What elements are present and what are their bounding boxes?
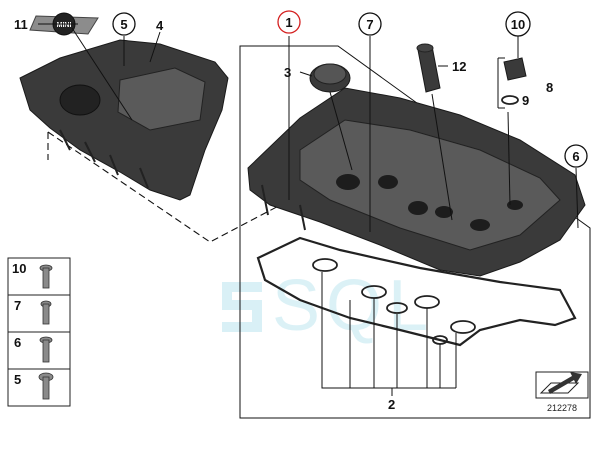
- sensor-tube: [416, 43, 441, 93]
- watermark: SQL: [222, 266, 434, 346]
- bolt-5-icon: [38, 372, 54, 400]
- label-4: 4: [156, 18, 164, 33]
- watermark-text: SQL: [272, 266, 434, 346]
- svg-text:6: 6: [572, 149, 579, 164]
- label-9: 9: [522, 93, 529, 108]
- label-3: 3: [284, 65, 291, 80]
- bolt-legend: 10 7 6 5: [7, 257, 71, 407]
- bolt-6-icon: [39, 336, 53, 363]
- leader-lines: [38, 23, 579, 396]
- camshaft-sensor: [501, 57, 527, 105]
- svg-text:1: 1: [285, 15, 292, 30]
- callout-10: 10: [505, 11, 531, 37]
- bolt-10-icon: [39, 264, 53, 289]
- bolt-7-icon: [40, 300, 52, 325]
- label-12: 12: [452, 59, 466, 74]
- legend-num-10: 10: [12, 261, 26, 276]
- emblem-text: MINI: [57, 22, 72, 29]
- engine-cover-dashed-frame: [47, 131, 291, 243]
- label-11: 11: [14, 17, 28, 32]
- callout-6: 6: [564, 144, 588, 168]
- svg-text:7: 7: [366, 17, 373, 32]
- view-direction-icon: [535, 371, 589, 399]
- bracket-8: [497, 57, 505, 109]
- callout-1: 1: [277, 10, 301, 34]
- figure-number: 212278: [547, 403, 577, 413]
- cover-gasket: [256, 236, 577, 347]
- legend-num-7: 7: [14, 298, 21, 313]
- svg-text:10: 10: [511, 17, 525, 32]
- legend-num-6: 6: [14, 335, 21, 350]
- main-group-frame: [239, 45, 591, 419]
- legend-num-5: 5: [14, 372, 21, 387]
- label-8: 8: [546, 80, 553, 95]
- callout-7: 7: [358, 12, 382, 36]
- svg-text:5: 5: [120, 17, 127, 32]
- label-2: 2: [388, 397, 395, 412]
- seal-ring-9: [501, 95, 519, 105]
- oil-filler-cap: [309, 63, 351, 93]
- mini-emblem: MINI: [29, 12, 99, 36]
- callout-5: 5: [112, 12, 136, 36]
- engine-cover: [19, 39, 229, 201]
- valve-cover: [247, 87, 586, 277]
